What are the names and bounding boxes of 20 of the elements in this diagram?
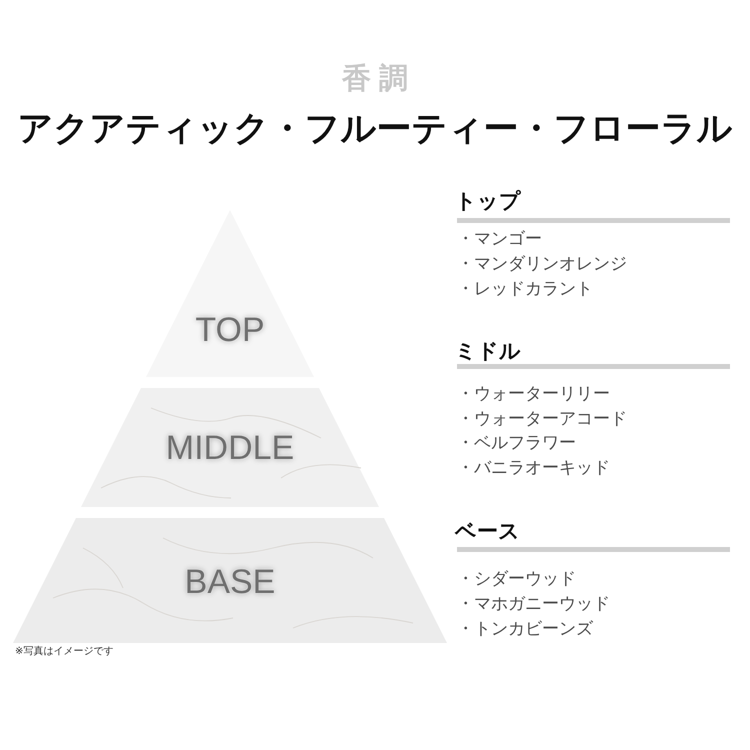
tier-label: MIDDLE [166, 431, 294, 465]
section-heading: ベース [455, 521, 520, 542]
list-item: ・トンカビーンズ [457, 621, 593, 638]
list-item: ・ウォーターアコード [457, 411, 627, 428]
tier-label: TOP [195, 313, 265, 347]
list-item: ・レッドカラント [457, 281, 593, 298]
list-item: ・ベルフラワー [457, 435, 576, 452]
title: アクアティック・フルーティー・フローラル [18, 110, 732, 146]
list-item: ・シダーウッド [457, 571, 576, 588]
list-item: ・バニラオーキッド [457, 460, 610, 477]
list-item: ・マホガニーウッド [457, 596, 610, 613]
list-item: ・ウォーターリリー [457, 386, 610, 403]
pyramid-tier [13, 518, 447, 643]
section-heading: ミドル [455, 341, 521, 362]
tier-label: BASE [184, 565, 276, 599]
list-item: ・マンダリンオレンジ [457, 256, 627, 273]
list-item: ・マンゴー [457, 231, 542, 248]
footnote: ※写真はイメージです [15, 647, 114, 657]
section-heading: トップ [455, 191, 521, 212]
pyramid-tier [81, 388, 379, 507]
